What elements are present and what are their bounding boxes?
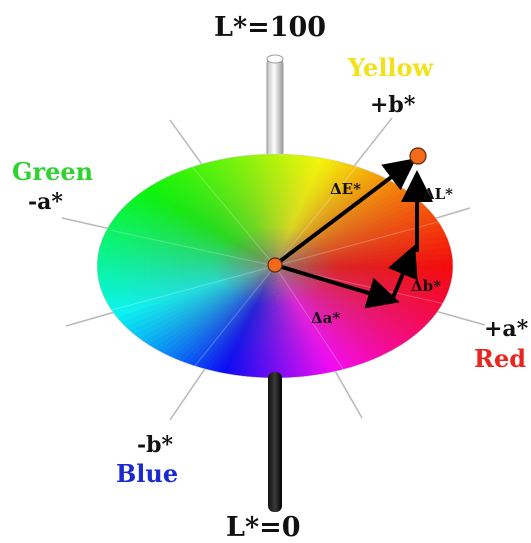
minus-b-label: -b* bbox=[137, 432, 174, 458]
yellow-label: Yellow bbox=[348, 53, 434, 82]
green-label: Green bbox=[12, 157, 94, 186]
reference-point bbox=[267, 257, 283, 273]
l-star-0-label: L*=0 bbox=[226, 512, 301, 543]
delta-l-label: ΔL* bbox=[423, 185, 454, 203]
sample-point bbox=[409, 147, 427, 165]
red-label: Red bbox=[474, 344, 526, 373]
delta-a-arrow bbox=[273, 263, 400, 309]
delta-b-arrow bbox=[388, 244, 418, 302]
delta-a-label: Δa* bbox=[311, 309, 341, 327]
blue-label: Blue bbox=[116, 459, 179, 488]
plus-b-label: +b* bbox=[370, 92, 416, 118]
plus-a-label: +a* bbox=[484, 316, 529, 342]
delta-b-label: Δb* bbox=[411, 277, 441, 295]
l-axis-lower-pole bbox=[268, 372, 282, 512]
delta-e-label: ΔE* bbox=[330, 180, 361, 198]
l-star-100-label: L*=100 bbox=[214, 12, 327, 43]
delta-e-arrow bbox=[273, 158, 417, 267]
minus-a-label: -a* bbox=[28, 189, 63, 215]
difference-vectors bbox=[273, 158, 433, 309]
